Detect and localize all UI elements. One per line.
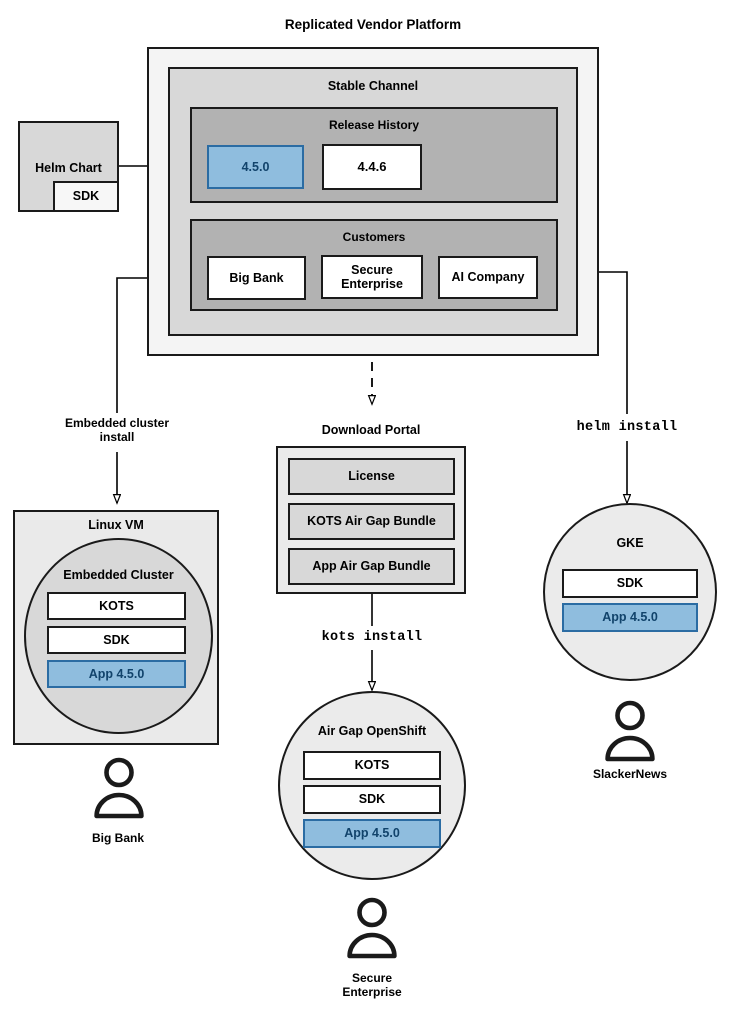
gke-component-app[interactable]: App 4.5.0 [562,603,698,632]
connector-label-kots-install: kots install [321,630,423,645]
connector-label-helm-install: helm install [576,420,678,435]
target-gke-title: GKE [616,536,644,550]
target-linux-vm-title: Linux VM [88,518,144,532]
gke-component-sdk[interactable]: SDK [562,569,698,598]
linux-vm-component-kots[interactable]: KOTS [47,592,186,620]
avatar-secure-enterprise [347,897,397,959]
openshift-component-kots[interactable]: KOTS [303,751,441,780]
download-portal-artifact-kots-air-gap-bundle[interactable]: KOTS Air Gap Bundle [288,503,455,540]
target-air-gap-openshift-title: Air Gap OpenShift [317,724,427,738]
helm-chart-sdk-box[interactable]: SDK [53,181,119,212]
release-version-4-5-0[interactable]: 4.5.0 [207,145,304,189]
target-gke-customer-label: SlackerNews [592,767,668,781]
target-linux-vm-customer-label: Big Bank [91,831,144,845]
avatar-slackernews [605,700,655,762]
page-title: Replicated Vendor Platform [284,17,462,32]
embedded-cluster-title: Embedded Cluster [63,568,174,582]
download-portal-artifact-app-air-gap-bundle[interactable]: App Air Gap Bundle [288,548,455,585]
openshift-component-sdk[interactable]: SDK [303,785,441,814]
customer-ai-company[interactable]: AI Company [438,256,538,299]
linux-vm-component-app[interactable]: App 4.5.0 [47,660,186,688]
openshift-component-app[interactable]: App 4.5.0 [303,819,441,848]
avatar-big-bank [94,757,144,819]
download-portal-title: Download Portal [321,423,421,437]
download-portal-artifact-license[interactable]: License [288,458,455,495]
customer-big-bank[interactable]: Big Bank [207,256,306,300]
target-openshift-customer-label: Secure Enterprise [342,971,402,1000]
linux-vm-component-sdk[interactable]: SDK [47,626,186,654]
release-history-title: Release History [328,118,420,132]
customer-secure-enterprise[interactable]: Secure Enterprise [321,255,423,299]
release-version-4-4-6[interactable]: 4.4.6 [322,144,422,190]
customers-title: Customers [342,230,406,244]
connector-label-embedded-cluster-install: Embedded cluster install [64,416,170,445]
stable-channel-title: Stable Channel [327,79,419,93]
